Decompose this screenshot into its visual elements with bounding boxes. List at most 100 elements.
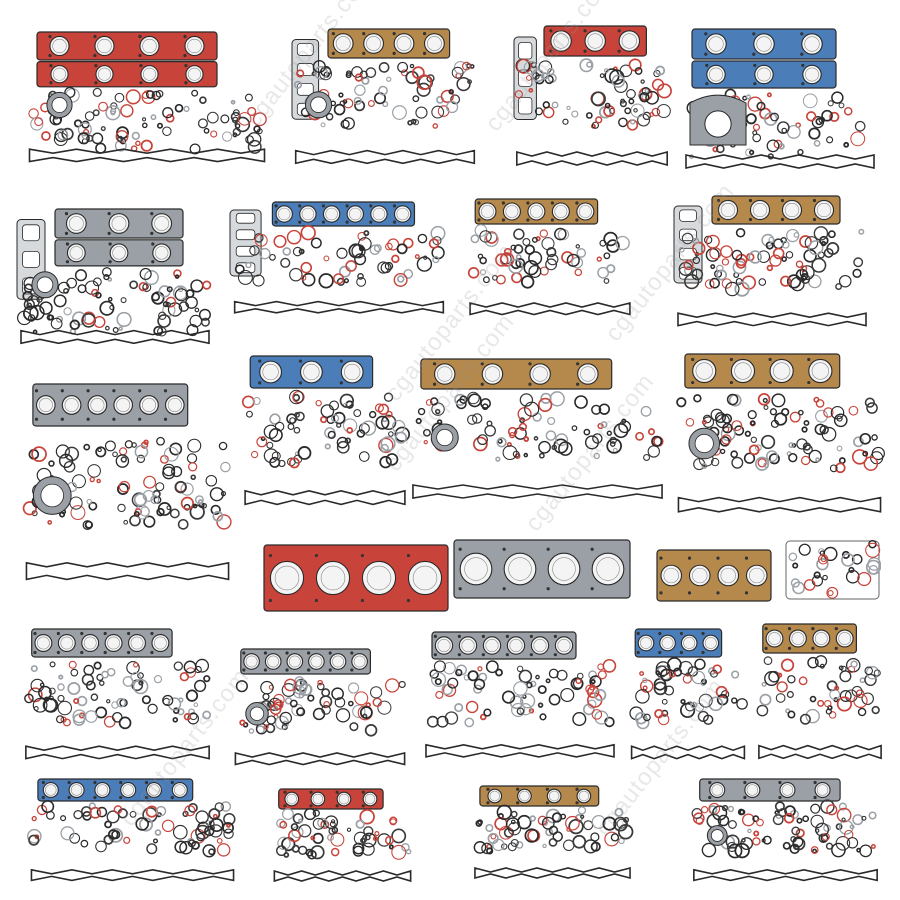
crank-seal <box>31 271 59 299</box>
engine-gasket-kit <box>228 198 450 318</box>
head-gasket <box>431 631 577 660</box>
gasket-kit-illustration <box>24 628 212 760</box>
engine-gasket-kit <box>22 28 272 168</box>
o-ring-set <box>293 59 475 130</box>
valve-cover-gasket <box>294 149 476 165</box>
valve-cover-gasket <box>20 329 210 345</box>
engine-gasket-kit <box>688 775 883 885</box>
valve-cover-gasket <box>469 301 631 316</box>
o-ring-set <box>241 389 410 469</box>
crank-seal <box>304 91 333 119</box>
engine-gasket-kit <box>512 22 672 172</box>
engine-gasket-kit <box>405 355 670 505</box>
valve-cover-gasket <box>412 484 663 499</box>
gasket-kit-illustration <box>676 353 885 513</box>
engine-gasket-kit <box>20 380 235 590</box>
gasket-kit-illustration <box>16 208 212 345</box>
o-ring-set <box>234 225 446 289</box>
o-ring-set <box>26 800 236 858</box>
valve-cover-gasket <box>233 300 445 314</box>
manifold-gasket <box>229 209 262 277</box>
timing-cover-gasket <box>689 94 747 146</box>
gasket-kit-illustration <box>473 785 634 880</box>
valve-cover-gasket <box>28 148 266 163</box>
head-gasket <box>762 623 857 654</box>
engine-gasket-kit <box>290 25 480 170</box>
valve-cover-gasket <box>758 744 882 760</box>
crank-seal <box>430 423 459 452</box>
gasket-kit-illustration <box>412 358 664 499</box>
engine-gasket-kit <box>420 628 620 763</box>
gasket-kit-illustration <box>673 195 867 327</box>
head-gasket <box>420 358 613 390</box>
engine-gasket-kit <box>470 782 635 882</box>
crank-seal <box>706 825 728 846</box>
head-gasket <box>54 239 184 267</box>
gasket-kit-illustration <box>291 28 476 165</box>
gasket-kit-illustration <box>241 355 410 506</box>
gasket-kit-illustration <box>756 623 882 760</box>
engine-gasket-kit <box>230 645 410 770</box>
cylinder-head-gasket <box>452 538 632 600</box>
o-ring-set <box>415 391 664 462</box>
gasket-kit-illustration <box>467 198 631 316</box>
o-ring-set <box>756 655 881 725</box>
head-gasket <box>36 31 218 61</box>
o-ring-set <box>629 657 748 730</box>
o-ring-set <box>24 658 212 730</box>
manifold-gasket <box>673 205 703 284</box>
o-ring-set <box>473 804 634 855</box>
o-ring-set <box>276 807 412 860</box>
head-gasket <box>543 25 648 57</box>
gasket-kit-illustration <box>425 631 617 758</box>
cylinder-head-gasket <box>262 543 450 613</box>
head-gasket <box>474 198 599 225</box>
engine-gasket-kit <box>672 350 887 520</box>
gasket-kit-illustration <box>28 31 267 163</box>
head-gasket <box>691 60 837 89</box>
head-gasket <box>278 788 384 810</box>
head-gasket <box>699 778 841 802</box>
gasket-kit-illustration <box>22 383 232 581</box>
o-ring-set <box>676 393 885 474</box>
engine-gasket-kit <box>465 195 635 320</box>
gasket-kit-illustration <box>26 778 236 882</box>
valve-cover-gasket <box>516 150 668 167</box>
o-ring-set <box>467 224 630 289</box>
gasket-kit-illustration <box>234 648 406 766</box>
head-gasket <box>54 208 184 239</box>
o-ring-seal-pack <box>785 539 882 600</box>
head-gasket <box>271 201 416 227</box>
engine-gasket-kit <box>20 625 215 765</box>
crank-seal <box>688 427 721 460</box>
valve-cover-gasket <box>30 868 235 882</box>
valve-cover-gasket <box>693 868 878 882</box>
head-gasket <box>479 785 600 807</box>
gasket-kit-illustration <box>273 788 412 883</box>
gasket-kit-illustration <box>685 28 875 169</box>
head-gasket <box>240 648 372 675</box>
engine-gasket-kit <box>15 205 215 350</box>
engine-gasket-kit <box>680 25 880 175</box>
crank-seal <box>32 476 72 515</box>
head-gasket <box>263 544 449 612</box>
cylinder-head-gasket <box>655 548 773 603</box>
o-ring-set <box>678 226 865 297</box>
head-gasket <box>711 195 841 225</box>
head-gasket <box>249 355 374 389</box>
valve-cover-gasket <box>25 561 230 581</box>
valve-cover-gasket <box>425 743 615 758</box>
gasket-kit-illustration <box>513 25 672 167</box>
head-gasket <box>691 28 837 60</box>
engine-gasket-kit <box>25 775 240 885</box>
engine-gasket-kit <box>628 625 748 765</box>
engine-gasket-kit <box>240 352 410 512</box>
valve-cover-gasket <box>685 154 875 169</box>
crank-seal <box>46 91 73 119</box>
o-ring-set <box>514 58 672 131</box>
head-gasket <box>32 383 189 427</box>
head-gasket <box>37 778 194 802</box>
crank-seal <box>245 702 269 726</box>
valve-cover-gasket <box>234 751 406 766</box>
